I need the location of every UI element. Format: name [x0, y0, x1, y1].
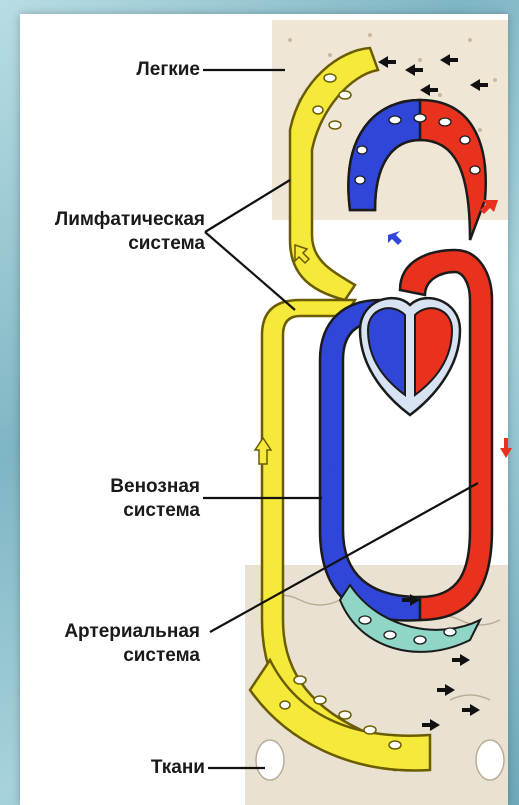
label-lungs: Легкие: [70, 58, 200, 82]
leader-lymph-lower: [205, 232, 295, 310]
label-arterial-line1: Артериальная: [20, 620, 200, 644]
label-arterial-system: Артериальная система: [20, 620, 200, 668]
label-lymphatic-line1: Лимфатическая: [10, 208, 205, 232]
label-lymphatic-line2: система: [10, 232, 205, 256]
label-venous-line1: Венозная: [40, 475, 200, 499]
label-venous-system: Венозная система: [40, 475, 200, 523]
label-arterial-line2: система: [20, 644, 200, 668]
heart: [360, 298, 460, 415]
label-tissues: Ткани: [90, 756, 205, 780]
label-lymphatic-system: Лимфатическая система: [10, 208, 205, 256]
arterial-arrow-down: [500, 438, 512, 458]
label-venous-line2: система: [40, 499, 200, 523]
venous-arrow-lung: [388, 231, 402, 245]
